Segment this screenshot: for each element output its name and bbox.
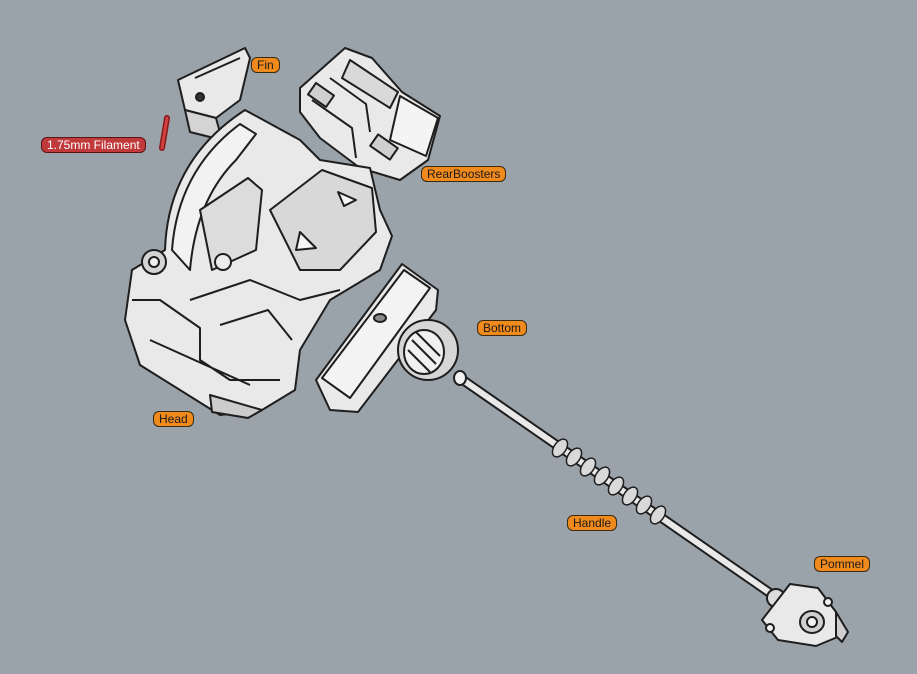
handle-part[interactable]: [453, 370, 785, 605]
label-bottom: Bottom: [477, 320, 528, 336]
pommel-part[interactable]: [761, 583, 849, 647]
filament-part[interactable]: [159, 115, 170, 151]
label-rear-boosters: RearBoosters: [421, 166, 507, 182]
label-head: Head: [153, 411, 194, 427]
head-part[interactable]: [124, 109, 393, 419]
label-handle: Handle: [567, 515, 618, 531]
rear-boosters-part[interactable]: [299, 47, 441, 181]
label-pommel: Pommel: [814, 556, 871, 572]
label-fin: Fin: [251, 57, 280, 73]
bottom-part[interactable]: [315, 263, 459, 413]
label-filament: 1.75mm Filament: [41, 137, 146, 153]
